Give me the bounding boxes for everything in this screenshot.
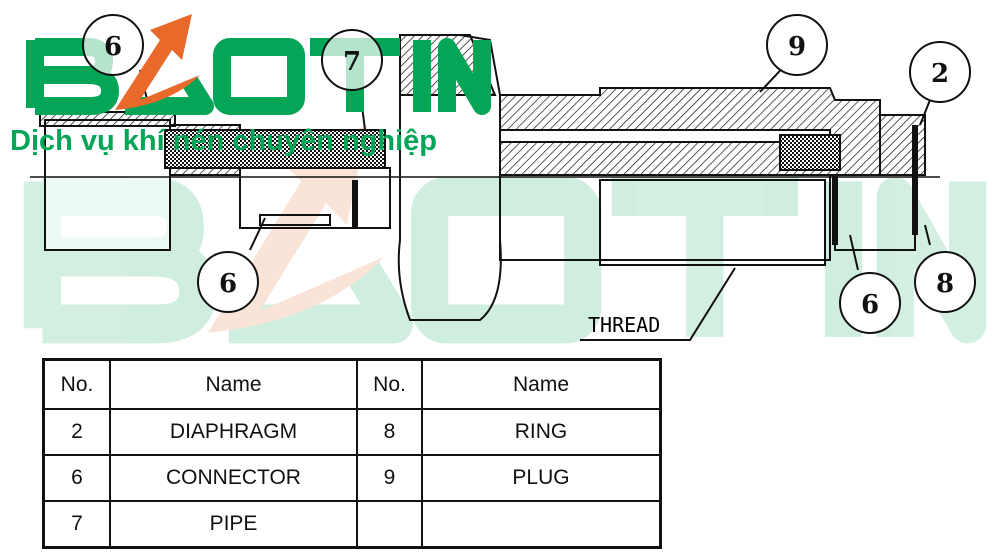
table-row: 2 DIAPHRAGM 8 RING	[42, 408, 662, 456]
thread-label: THREAD	[588, 313, 660, 337]
cell-name: PIPE	[109, 500, 358, 549]
table-header-row: No. Name No. Name	[42, 358, 662, 410]
cell-no: 7	[42, 500, 111, 549]
brand-slogan: Dịch vụ khí nén chuyên nghiệp	[10, 125, 437, 157]
cell-name: CONNECTOR	[109, 454, 358, 502]
callout-6-mid: 6	[219, 269, 237, 299]
pipe-section	[164, 129, 386, 169]
callout-8: 8	[936, 269, 954, 299]
cell-no: 6	[42, 454, 111, 502]
cell-name	[421, 500, 662, 549]
callout-2: 2	[931, 59, 949, 89]
callout-7: 7	[343, 47, 361, 77]
table-row: 7 PIPE	[42, 500, 662, 549]
cell-no: 2	[42, 408, 111, 456]
header-no: No.	[356, 358, 423, 410]
cell-no: 9	[356, 454, 423, 502]
cell-name: PLUG	[421, 454, 662, 502]
header-name: Name	[109, 358, 358, 410]
header-name: Name	[421, 358, 662, 410]
header-no: No.	[42, 358, 111, 410]
table-row: 6 CONNECTOR 9 PLUG	[42, 454, 662, 502]
cell-no	[356, 500, 423, 549]
cell-name: RING	[421, 408, 662, 456]
connector-left	[44, 119, 171, 251]
callout-6-top: 6	[104, 32, 122, 62]
callout-9: 9	[788, 32, 806, 62]
parts-table: No. Name No. Name 2 DIAPHRAGM 8 RING 6 C…	[42, 358, 662, 549]
cell-name: DIAPHRAGM	[109, 408, 358, 456]
cell-no: 8	[356, 408, 423, 456]
callout-6-right: 6	[861, 290, 879, 320]
